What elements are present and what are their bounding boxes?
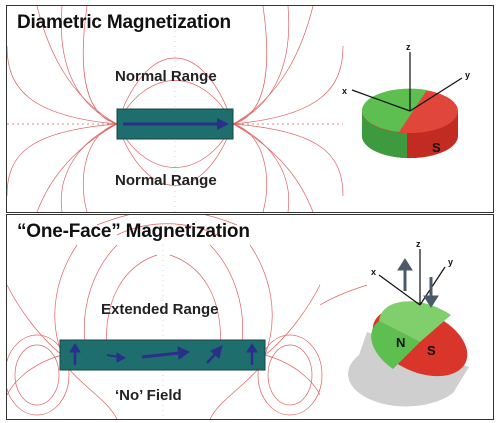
field-lines bbox=[7, 6, 344, 212]
normal-range-above-label: Normal Range bbox=[115, 68, 217, 85]
diametric-disk: z x y S bbox=[342, 42, 470, 158]
south-pole-label: S bbox=[432, 140, 441, 155]
no-field-label: ‘No’ Field bbox=[115, 387, 182, 404]
field-direction-arrows bbox=[397, 258, 439, 308]
one-face-panel: z x y N S “One-Face” Magnetization Exten… bbox=[6, 214, 494, 420]
one-face-title: “One-Face” Magnetization bbox=[17, 221, 250, 242]
y-axis-label: y bbox=[448, 257, 453, 267]
z-axis-label: z bbox=[406, 42, 411, 52]
diametric-field-diagram: z x y S bbox=[7, 6, 470, 212]
extended-range-label: Extended Range bbox=[101, 301, 219, 318]
magnetization-arrows bbox=[69, 343, 258, 365]
north-pole-label: N bbox=[396, 335, 405, 350]
normal-range-below-label: Normal Range bbox=[115, 172, 217, 189]
z-axis-label: z bbox=[416, 239, 421, 249]
magnetization-arrow bbox=[123, 118, 229, 130]
diametric-title: Diametric Magnetization bbox=[17, 12, 231, 33]
x-axis-label: x bbox=[342, 86, 347, 96]
south-pole-label: S bbox=[427, 343, 436, 358]
y-axis-label: y bbox=[465, 70, 470, 80]
diametric-panel: z x y S Diametric Magnetization Normal R… bbox=[6, 5, 494, 213]
one-face-field-diagram: z x y N S bbox=[7, 215, 469, 419]
x-axis-label: x bbox=[371, 267, 376, 277]
one-face-disk: z x y N S bbox=[348, 239, 469, 407]
field-lines bbox=[7, 215, 368, 419]
